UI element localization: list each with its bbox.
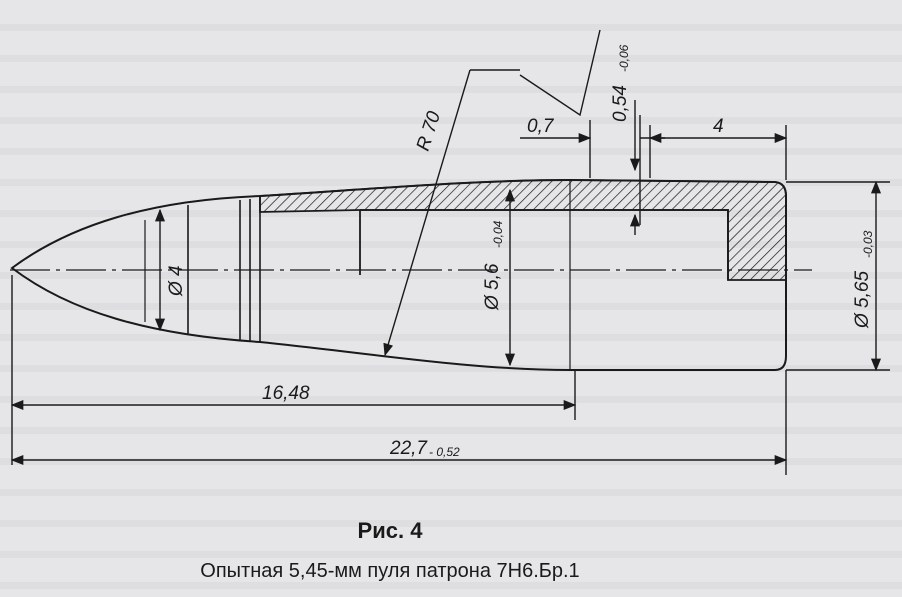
radius-leader bbox=[383, 69, 471, 357]
diameter-4-label: Ø 4 bbox=[166, 265, 187, 297]
length-22-7-label: 22,7 bbox=[389, 438, 428, 459]
jacket-section bbox=[259, 179, 787, 281]
diameter-5-65-tolerance: -0,03 bbox=[861, 230, 875, 258]
dim-0-54-tolerance: -0,06 bbox=[617, 44, 631, 72]
diameter-5-6-tolerance: -0,04 bbox=[491, 220, 505, 248]
dim-0-54-label: 0,54 bbox=[610, 85, 631, 122]
figure-number: Рис. 4 bbox=[357, 518, 423, 543]
figure-caption: Опытная 5,45-мм пуля патрона 7Н6.Бр.1 bbox=[200, 560, 580, 582]
dim-4-label: 4 bbox=[713, 116, 724, 137]
radius-label: R 70 bbox=[413, 108, 446, 153]
dim-0-7-label: 0,7 bbox=[527, 116, 555, 137]
diameter-5-65-label: Ø 5,65 bbox=[852, 271, 873, 329]
length-22-7-tolerance: - 0,52 bbox=[429, 445, 460, 459]
length-16-48-label: 16,48 bbox=[262, 383, 310, 404]
diameter-5-6-label: Ø 5,6 bbox=[482, 263, 503, 311]
core-cavity bbox=[360, 209, 729, 280]
